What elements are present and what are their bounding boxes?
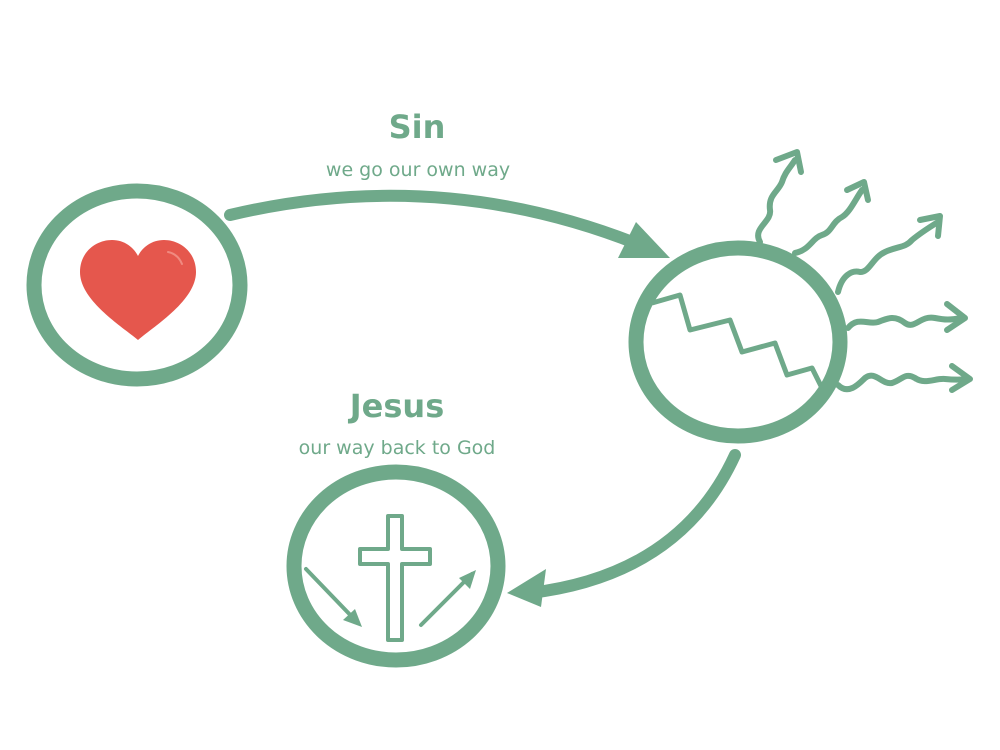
broken-circle [628, 240, 848, 444]
cross-icon [358, 514, 432, 642]
return-arrow [524, 449, 741, 599]
sin-arrow [224, 189, 646, 251]
jesus-title: Jesus [349, 387, 445, 425]
sin-subtitle: we go our own way [325, 159, 511, 181]
return-arrowhead [507, 569, 546, 607]
zigzag-crack [651, 292, 825, 390]
sin-arrowhead [618, 222, 670, 258]
heart-circle [26, 183, 248, 387]
jesus-subtitle: our way back to God [298, 437, 496, 459]
jesus-circle [286, 464, 506, 668]
heart-icon [80, 240, 196, 340]
wavy-arrow-icon [755, 149, 973, 393]
up-arrowhead [459, 570, 476, 589]
heart-highlight [167, 251, 183, 265]
down-arrow-icon [304, 567, 360, 625]
down-arrowhead [343, 609, 362, 627]
sin-title: Sin [388, 108, 446, 146]
